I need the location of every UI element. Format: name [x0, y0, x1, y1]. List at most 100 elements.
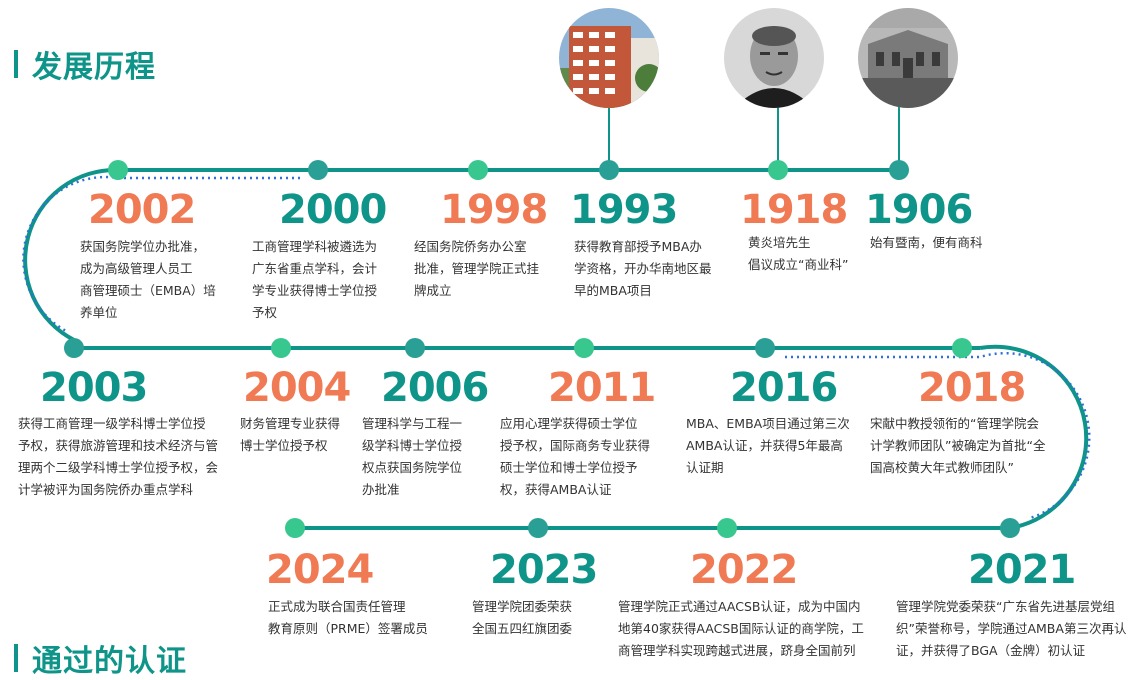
event-description-line: 予权: [252, 305, 278, 320]
event-year: 2002: [88, 187, 196, 233]
event-description: 管理学院党委荣获“广东省先进基层党组织”荣誉称号，学院通过AMBA第三次再认证，…: [896, 596, 1126, 662]
event-description-line: 正式成为联合国责任管理: [268, 599, 406, 614]
event-year: 2023: [490, 547, 598, 593]
event-description-line: 财务管理专业获得: [240, 416, 341, 431]
event-year: 2003: [40, 365, 148, 411]
event-year: 2011: [548, 365, 656, 411]
timeline-node: [1000, 518, 1020, 538]
title-accent-bar: [14, 644, 18, 672]
event-description-line: 权，获得AMBA认证: [500, 482, 612, 497]
event-description-line: 批准，管理学院正式挂: [414, 261, 540, 276]
event-description: MBA、EMBA项目通过第三次 AMBA认证，并获得5年最高认证期: [686, 413, 850, 479]
event-description-line: 黄炎培先生: [748, 235, 811, 250]
event-year: 1993: [570, 187, 678, 233]
event-year: 1918: [740, 187, 848, 233]
event-description-line: 计学教师团队”被确定为首批“全: [870, 438, 1046, 453]
event-description-line: 办批准: [362, 482, 400, 497]
event-year: 2016: [730, 365, 838, 411]
event-year: 1998: [440, 187, 548, 233]
event-description: 获得工商管理一级学科博士学位授予权，获得旅游管理和技术经济与管理两个二级学科博士…: [18, 413, 218, 501]
event-year: 2018: [918, 365, 1026, 411]
timeline-node: [405, 338, 425, 358]
event-description: 管理学院正式通过AACSB认证，成为中国内地第40家获得AACSB国际认证的商学…: [618, 596, 864, 662]
portrait-photo: [724, 8, 824, 108]
event-description-line: 认证期: [686, 460, 724, 475]
section-title: 发展历程: [14, 46, 156, 85]
building-photo: [559, 8, 659, 108]
event-year: 2021: [968, 547, 1076, 593]
event-description-line: 管理学院党委荣获“广东省先进基层党组: [896, 599, 1115, 614]
timeline-node: [528, 518, 548, 538]
timeline-node: [768, 160, 788, 180]
event-description: 获国务院学位办批准， 成为高级管理人员工商管理硕士（EMBA）培养单位: [80, 236, 216, 324]
event-description: 管理学院团委荣获全国五四红旗团委: [472, 596, 572, 640]
event-year: 2004: [243, 365, 351, 411]
timeline-row2-right-curve: [979, 344, 1089, 530]
event-description-line: 授予权，国际商务专业获得: [500, 438, 651, 453]
event-description-line: 证，并获得了BGA（金牌）初认证: [896, 643, 1086, 658]
event-description-line: 应用心理学获得硕士学位: [500, 416, 638, 431]
old-building-photo: [858, 8, 958, 108]
timeline-node: [599, 160, 619, 180]
event-description-line: 牌成立: [414, 283, 452, 298]
event-description-line: 硕士学位和博士学位授予: [500, 460, 638, 475]
event-description: 经国务院侨务办公室批准，管理学院正式挂牌成立: [414, 236, 539, 302]
event-description: 正式成为联合国责任管理教育原则（PRME）签署成员: [268, 596, 428, 640]
event-description: 工商管理学科被遴选为广东省重点学科，会计学专业获得博士学位授予权: [252, 236, 377, 324]
event-year: 2006: [381, 365, 489, 411]
event-description-line: 国高校黄大年式教师团队”: [870, 460, 1014, 475]
event-description: 宋献中教授领衔的“管理学院会计学教师团队”被确定为首批“全国高校黄大年式教师团队…: [870, 413, 1045, 479]
event-year: 2022: [690, 547, 798, 593]
event-description-line: 管理学院团委荣获: [472, 599, 573, 614]
event-description: 财务管理专业获得博士学位授予权: [240, 413, 340, 457]
event-description-line: 权点获国务院学位: [362, 460, 463, 475]
event-description-line: 早的MBA项目: [574, 283, 652, 298]
timeline-node: [717, 518, 737, 538]
section-title-text: 发展历程: [32, 50, 156, 85]
event-description-line: 管理学院正式通过AACSB认证，成为中国内: [618, 599, 861, 614]
timeline-dotted-left: [22, 175, 300, 334]
title-accent-bar: [14, 50, 18, 78]
event-description-line: 宋献中教授领衔的“管理学院会: [870, 416, 1039, 431]
next-section-title-text: 通过的认证: [32, 644, 187, 679]
timeline-node: [755, 338, 775, 358]
event-description-line: 商管理硕士（EMBA）培: [80, 283, 216, 298]
event-description-line: 博士学位授予权: [240, 438, 328, 453]
event-description-line: 工商管理学科被遴选为: [252, 239, 378, 254]
timeline-node: [308, 160, 328, 180]
timeline-node: [64, 338, 84, 358]
event-description-line: 学专业获得博士学位授: [252, 283, 378, 298]
event-description-line: 获得教育部授予MBA办: [574, 239, 702, 254]
event-description-line: 理两个二级学科博士学位授予权，会: [18, 460, 219, 475]
event-description-line: 倡议成立“商业科”: [748, 257, 849, 272]
timeline-node: [271, 338, 291, 358]
event-description-line: 级学科博士学位授: [362, 438, 463, 453]
timeline-node: [952, 338, 972, 358]
timeline-node: [285, 518, 305, 538]
event-description-line: 广东省重点学科，会计: [252, 261, 378, 276]
event-description-line: 全国五四红旗团委: [472, 621, 573, 636]
timeline-node: [468, 160, 488, 180]
event-description: 应用心理学获得硕士学位授予权，国际商务专业获得硕士学位和博士学位授予权，获得AM…: [500, 413, 650, 501]
event-description-line: 商管理学科实现跨越式进展，跻身全国前列: [618, 643, 856, 658]
event-description-line: 获国务院学位办批准，: [80, 239, 206, 254]
event-description-line: 养单位: [80, 305, 118, 320]
event-description-line: 教育原则（PRME）签署成员: [268, 621, 428, 636]
timeline-row1-left-curve: [23, 167, 119, 348]
event-description: 获得教育部授予MBA办学资格，开办华南地区最早的MBA项目: [574, 236, 712, 302]
event-description-line: 地第40家获得AACSB国际认证的商学院，工: [618, 621, 864, 636]
event-description-line: AMBA认证，并获得5年最高: [686, 438, 843, 453]
event-description-line: 予权，获得旅游管理和技术经济与管: [18, 438, 219, 453]
event-description-line: MBA、EMBA项目通过第三次: [686, 416, 850, 431]
event-description-line: 成为高级管理人员工: [80, 261, 193, 276]
event-description-line: 经国务院侨务办公室: [414, 239, 527, 254]
event-description-line: 学资格，开办华南地区最: [574, 261, 712, 276]
event-year: 2024: [266, 547, 374, 593]
event-year: 1906: [865, 187, 973, 233]
timeline-node: [108, 160, 128, 180]
timeline-node: [574, 338, 594, 358]
event-description-line: 管理科学与工程一: [362, 416, 463, 431]
event-description: 始有暨南，便有商科: [870, 232, 983, 254]
event-description-line: 始有暨南，便有商科: [870, 235, 983, 250]
next-section-title: 通过的认证: [14, 640, 187, 679]
